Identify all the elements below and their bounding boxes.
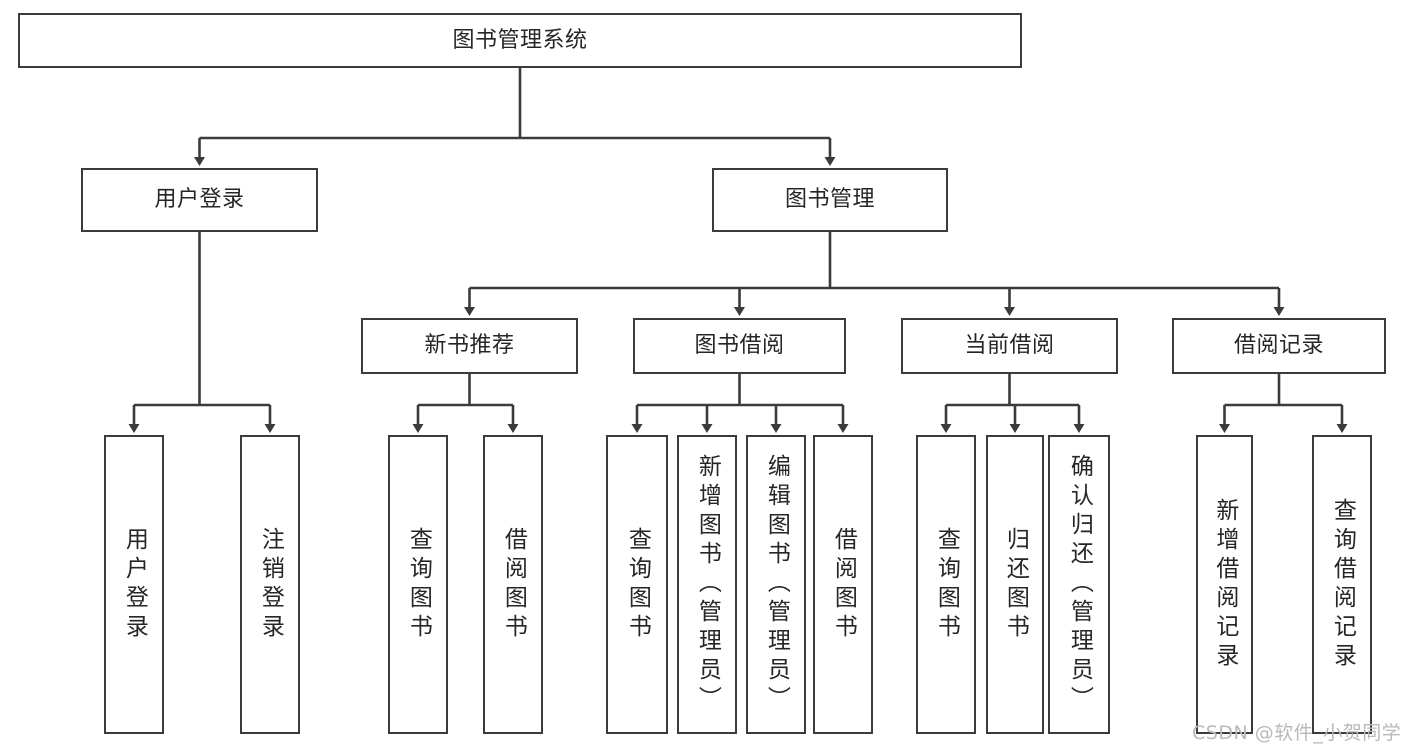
node-book-borrow[interactable]: 图书借阅 [633,318,846,374]
node-label-leaf-query-book-2: 查询图书 [624,526,651,643]
node-label-leaf-add-record: 新增借阅记录 [1211,497,1238,672]
node-label-leaf-borrow-book-1: 借阅图书 [500,526,527,643]
node-label-leaf-confirm-return: 确认归还（管理员） [1066,454,1093,715]
node-leaf-borrow-book-2[interactable]: 借阅图书 [813,435,873,734]
node-label-leaf-edit-book: 编辑图书（管理员） [763,454,790,715]
node-label-leaf-add-book: 新增图书（管理员） [694,454,721,715]
csdn-watermark: CSDN @软件_小贺同学 [1192,722,1402,744]
node-label-leaf-query-book-1: 查询图书 [405,526,432,643]
node-label-leaf-query-record: 查询借阅记录 [1329,497,1356,672]
node-leaf-logout[interactable]: 注销登录 [240,435,300,734]
node-borrow-record[interactable]: 借阅记录 [1172,318,1386,374]
node-label-leaf-logout: 注销登录 [257,526,284,643]
node-label-new-book-recommend: 新书推荐 [424,333,515,359]
node-leaf-borrow-book-1[interactable]: 借阅图书 [483,435,543,734]
node-new-book-recommend[interactable]: 新书推荐 [361,318,578,374]
node-root[interactable]: 图书管理系统 [18,13,1022,68]
node-label-leaf-borrow-book-2: 借阅图书 [830,526,857,643]
node-leaf-query-book-1[interactable]: 查询图书 [388,435,448,734]
node-leaf-confirm-return[interactable]: 确认归还（管理员） [1048,435,1110,734]
node-label-borrow-record: 借阅记录 [1233,333,1324,359]
node-label-root: 图书管理系统 [452,27,588,53]
node-user-login[interactable]: 用户登录 [81,168,318,232]
node-leaf-add-book[interactable]: 新增图书（管理员） [677,435,737,734]
node-label-current-borrow: 当前借阅 [964,333,1055,359]
node-leaf-query-record[interactable]: 查询借阅记录 [1312,435,1372,734]
node-leaf-query-book-2[interactable]: 查询图书 [606,435,668,734]
node-book-manage[interactable]: 图书管理 [712,168,948,232]
node-leaf-return-book[interactable]: 归还图书 [986,435,1044,734]
node-leaf-user-login[interactable]: 用户登录 [104,435,164,734]
node-leaf-query-book-3[interactable]: 查询图书 [916,435,976,734]
node-label-user-login: 用户登录 [154,187,245,213]
node-label-leaf-return-book: 归还图书 [1002,526,1029,643]
node-label-book-manage: 图书管理 [784,187,875,213]
node-leaf-add-record[interactable]: 新增借阅记录 [1196,435,1253,734]
node-label-book-borrow: 图书借阅 [694,333,785,359]
node-label-leaf-query-book-3: 查询图书 [933,526,960,643]
node-leaf-edit-book[interactable]: 编辑图书（管理员） [746,435,806,734]
node-label-leaf-user-login: 用户登录 [121,526,148,643]
node-current-borrow[interactable]: 当前借阅 [901,318,1118,374]
